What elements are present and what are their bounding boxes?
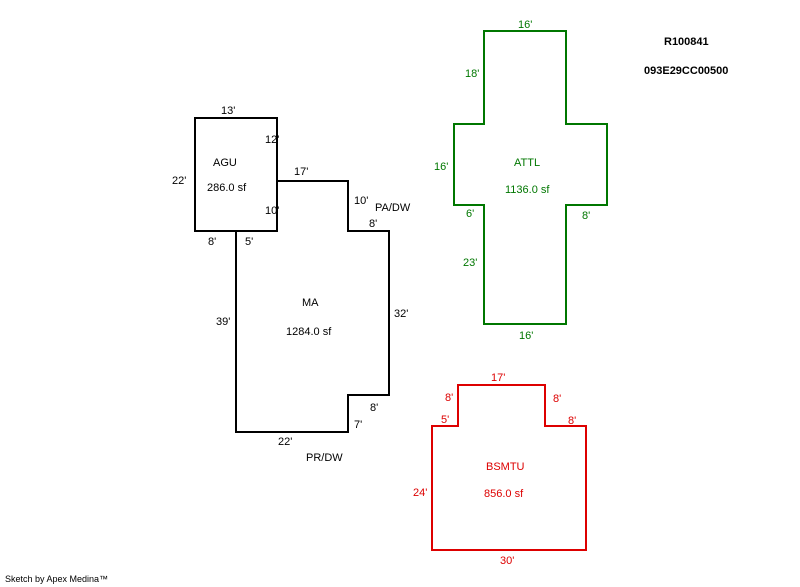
- agu-label: AGU: [213, 157, 237, 169]
- agu-dim-left: 22': [172, 175, 186, 187]
- ma-area-value: 1284.0 sf: [286, 326, 332, 338]
- bsmtu-dim-right-step: 8': [568, 415, 576, 427]
- bsmtu-dim-top: 17': [491, 372, 505, 384]
- parcel-id: R100841: [664, 36, 709, 48]
- agu-dim-top: 13': [221, 105, 235, 117]
- attl-area: ATTL 1136.0 sf 16' 18' 16' 6' 8' 23' 16': [434, 19, 608, 342]
- ma-dim-notch-top: 8': [370, 402, 378, 414]
- bsmtu-label: BSMTU: [486, 461, 525, 473]
- bsmtu-outline: [431, 384, 587, 551]
- agu-dim-right-upper: 12': [265, 134, 279, 146]
- attl-label: ATTL: [514, 157, 540, 169]
- agu-dim-bottom-left: 8': [208, 236, 216, 248]
- bsmtu-area: BSMTU 856.0 sf 17' 8' 8' 5' 8' 24' 30': [413, 372, 587, 567]
- attl-outline: [453, 30, 608, 325]
- agu-dim-bottom-right: 5': [245, 236, 253, 248]
- agu-dim-right-lower: 10': [265, 205, 279, 217]
- ma-dim-top: 17': [294, 166, 308, 178]
- attl-dim-right-step: 8': [582, 210, 590, 222]
- bsmtu-area-value: 856.0 sf: [484, 488, 524, 500]
- map-number: 093E29CC00500: [644, 65, 728, 77]
- attl-dim-top: 16': [518, 19, 532, 31]
- ma-dim-notch-side: 7': [354, 419, 362, 431]
- sketch-credit: Sketch by Apex Medina™: [5, 574, 108, 584]
- bsmtu-dim-left-upper: 8': [445, 392, 453, 404]
- ma-dim-left: 39': [216, 316, 230, 328]
- ma-area: MA 1284.0 sf 17' 10' PA/DW 8' 32' 39' 8'…: [216, 166, 411, 464]
- bsmtu-dim-bottom: 30': [500, 555, 514, 567]
- ma-outline: [235, 180, 390, 433]
- agu-area-value: 286.0 sf: [207, 182, 247, 194]
- agu-outline: [194, 117, 278, 232]
- ma-dim-bottom: 22': [278, 436, 292, 448]
- ma-label: MA: [302, 297, 319, 309]
- attl-dim-bottom: 16': [519, 330, 533, 342]
- ma-dim-step-top: 8': [369, 218, 377, 230]
- attl-dim-upper-left: 18': [465, 68, 479, 80]
- bsmtu-dim-right-upper: 8': [553, 393, 561, 405]
- attl-area-value: 1136.0 sf: [505, 184, 550, 196]
- attl-dim-middle-left: 16': [434, 161, 448, 173]
- agu-area: AGU 286.0 sf 13' 12' 22' 10' 8' 5': [172, 105, 279, 248]
- ma-dim-right: 32': [394, 308, 408, 320]
- attl-dim-lower-left: 23': [463, 257, 477, 269]
- pr-dw-label: PR/DW: [306, 452, 343, 464]
- bsmtu-dim-left: 24': [413, 487, 427, 499]
- attl-dim-left-step: 6': [466, 208, 474, 220]
- bsmtu-dim-left-step: 5': [441, 414, 449, 426]
- pa-dw-label: PA/DW: [375, 202, 411, 214]
- ma-dim-right-step: 10': [354, 195, 368, 207]
